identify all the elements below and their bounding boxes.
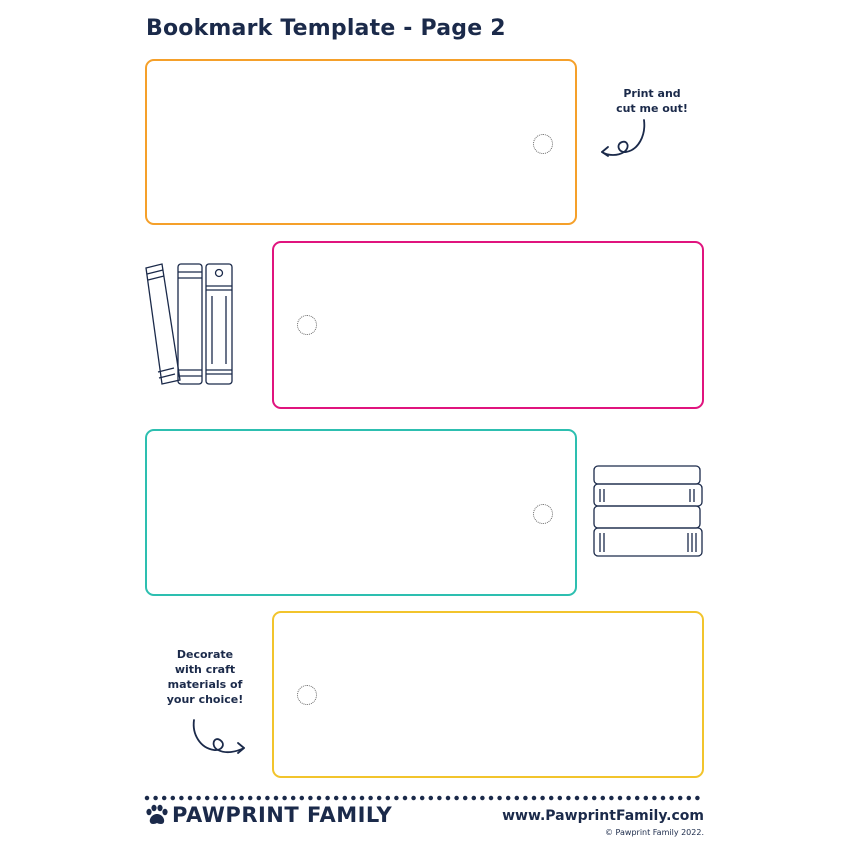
punch-hole — [297, 315, 317, 335]
books-standing-icon — [145, 263, 233, 385]
decorate-note: Decorate with craft materials of your ch… — [166, 648, 244, 706]
print-note: Print and cut me out! — [616, 87, 688, 115]
books-stacked-icon — [593, 465, 703, 557]
bookmark-yellow — [272, 611, 704, 778]
paw-icon — [146, 804, 168, 824]
curly-arrow-icon — [192, 719, 245, 754]
bookmark-orange — [145, 59, 577, 225]
brand-name: PAWPRINT FAMILY — [172, 803, 393, 827]
punch-hole — [297, 685, 317, 705]
punch-hole — [533, 504, 553, 524]
website-link[interactable]: www.PawprintFamily.com — [502, 808, 704, 824]
brand-logo: PAWPRINT FAMILY — [144, 803, 392, 827]
copyright: © Pawprint Family 2022. — [605, 828, 704, 837]
page-title: Bookmark Template - Page 2 — [146, 16, 506, 41]
curly-arrow-icon — [601, 119, 646, 157]
bookmark-pink — [272, 241, 704, 409]
footer-dotted-divider — [144, 795, 706, 801]
punch-hole — [533, 134, 553, 154]
bookmark-teal — [145, 429, 577, 596]
